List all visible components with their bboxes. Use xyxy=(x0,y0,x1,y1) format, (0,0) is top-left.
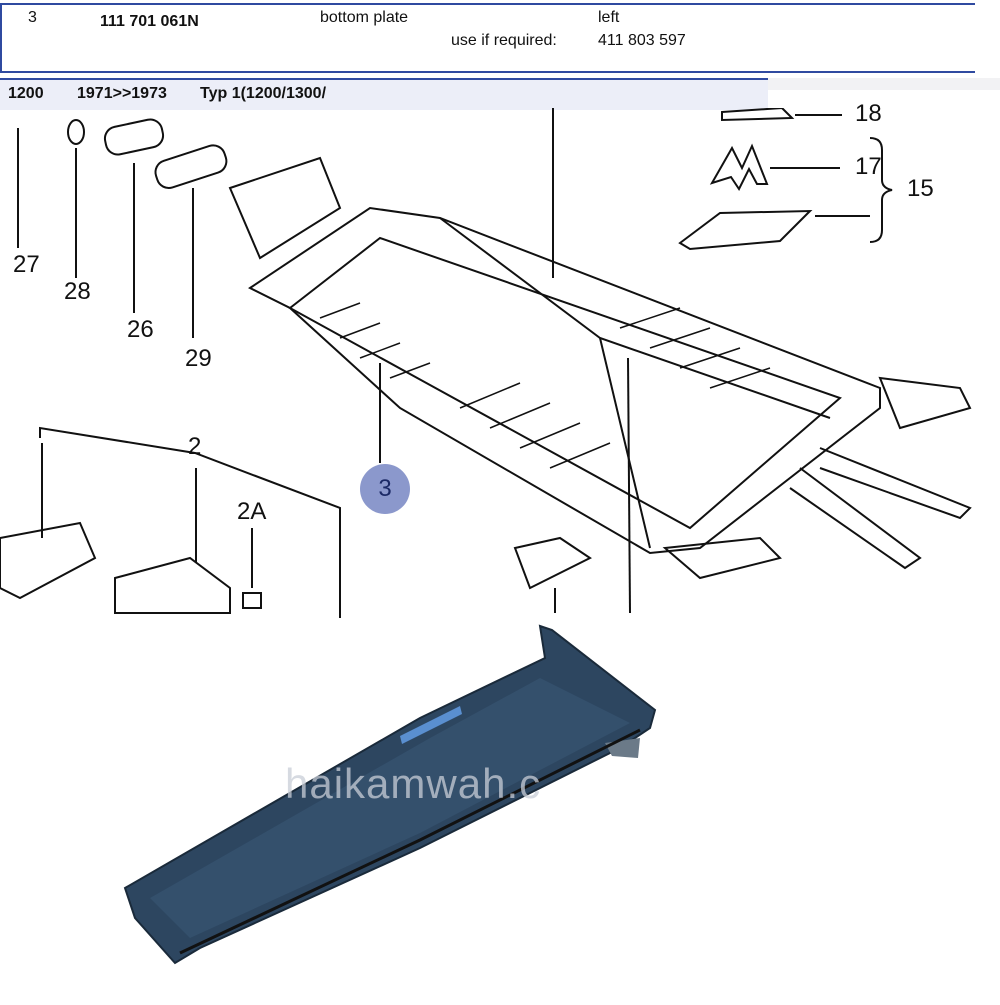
callout-3[interactable]: 3 xyxy=(360,464,410,514)
label-28: 28 xyxy=(64,278,91,305)
label-15: 15 xyxy=(907,175,934,202)
part-side: left xyxy=(598,9,620,26)
floor-pan-image xyxy=(123,624,657,965)
label-18: 18 xyxy=(855,100,882,127)
label-17: 17 xyxy=(855,153,882,180)
model-engine: 1200 xyxy=(8,85,44,102)
position-number: 3 xyxy=(28,9,37,26)
model-bar: 1200 1971>>1973 Typ 1(1200/1300/ xyxy=(0,78,768,110)
exploded-parts-diagram: 27 28 26 29 18 17 15 2 2A 3 xyxy=(0,100,1000,618)
label-29: 29 xyxy=(185,345,212,372)
part-detail-row: 3 111 701 061N bottom plate left use if … xyxy=(0,3,975,73)
alt-label: use if required: xyxy=(451,32,557,49)
divider xyxy=(768,78,1000,90)
chassis-drawing xyxy=(0,106,972,618)
product-photo: haikamwah.c xyxy=(0,618,1000,1000)
part-number[interactable]: 111 701 061N xyxy=(100,13,199,30)
label-2: 2 xyxy=(188,433,202,460)
label-2a: 2A xyxy=(237,498,267,525)
model-type: Typ 1(1200/1300/ xyxy=(200,85,327,102)
watermark: haikamwah.c xyxy=(285,760,542,807)
label-26: 26 xyxy=(127,316,154,343)
model-years: 1971>>1973 xyxy=(77,85,167,102)
label-27: 27 xyxy=(13,251,40,278)
alt-part-number[interactable]: 411 803 597 xyxy=(598,32,686,49)
part-description: bottom plate xyxy=(320,9,409,26)
